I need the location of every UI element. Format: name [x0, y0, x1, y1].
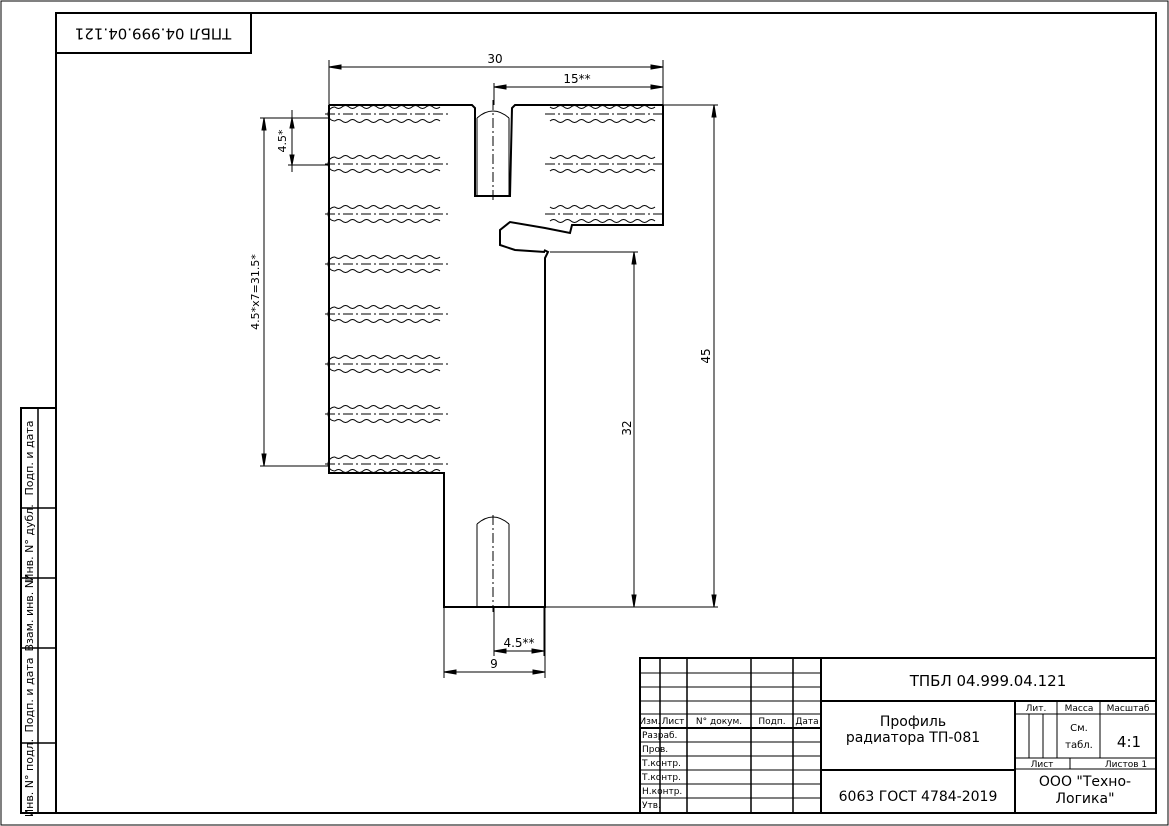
fin-left-bottom-2: [334, 169, 441, 173]
tb-role-razrab: Разраб.: [642, 731, 677, 741]
tb-header-sign: Подп.: [758, 717, 785, 727]
dim-total-height: 45: [699, 348, 713, 363]
dim-fin-pitch: 4.5*: [276, 129, 289, 152]
tb-role-prov: Пров.: [642, 745, 668, 755]
tb-sheet-label: Лист: [1031, 760, 1054, 770]
fin-left-bottom-6: [334, 369, 441, 373]
fin-right-top-3: [549, 205, 656, 209]
title-block-grid: [639, 657, 1157, 814]
fin-left-top-8: [334, 455, 441, 459]
fin-left-bottom-7: [334, 419, 441, 423]
tb-material: 6063 ГОСТ 4784-2019: [839, 789, 998, 805]
tb-lit-label: Лит.: [1026, 704, 1047, 714]
side-strip: Инв. N° подл. Подп. и дата Взам. инв. N°…: [20, 407, 57, 817]
fin-left-top-6: [334, 355, 441, 359]
side-label-inv-podl: Инв. N° подл.: [23, 739, 36, 817]
tb-scale-label: Масштаб: [1107, 704, 1150, 714]
fin-right-bottom-1: [549, 119, 656, 123]
tb-header-doc: N° докум.: [696, 717, 742, 727]
tb-role-utv: Утв.: [642, 801, 661, 811]
top-stamp-box: [55, 12, 252, 54]
tb-header-list: Лист: [662, 717, 685, 727]
tb-mass-line1: См.: [1070, 723, 1088, 734]
fin-left-top-7: [334, 405, 441, 409]
tb-mass-label: Масса: [1065, 704, 1094, 714]
profile-outline-right: [499, 105, 664, 253]
tb-role-nkontr: Н.контр.: [642, 787, 682, 797]
fin-left-bottom-4: [334, 269, 441, 273]
top-slot-outline: [476, 110, 510, 196]
side-label-podp-data-1: Подп. и дата: [23, 658, 36, 733]
fin-left-top-4: [334, 255, 441, 259]
dim-stem-width: 9: [490, 657, 498, 671]
side-label-inv-dubl: Инв. N° дубл.: [23, 504, 36, 582]
profile-outline-top: [329, 104, 663, 197]
dim-slot-width: 4.5**: [503, 636, 534, 650]
tb-scale-value: 4:1: [1117, 733, 1141, 751]
fin-left-bottom-3: [334, 219, 441, 223]
fin-right-bottom-3: [549, 219, 656, 223]
tb-header-izm: Изм.: [639, 717, 660, 727]
dimension-lines: [260, 60, 718, 678]
heatsink-profile: [325, 100, 665, 612]
fin-left-top-3: [334, 205, 441, 209]
dim-overall-width: 30: [487, 52, 502, 66]
fin-left-bottom-5: [334, 319, 441, 323]
dim-fin-group: 4.5*x7=31.5*: [249, 254, 262, 330]
side-label-podp-data-2: Подп. и дата: [23, 421, 36, 496]
tb-role-tkontr-1: Т.контр.: [641, 759, 681, 769]
tb-name-line2: радиатора ТП-081: [846, 730, 980, 746]
tb-company-line2: Логика": [1055, 791, 1114, 807]
fin-right-bottom-2: [549, 169, 656, 173]
tb-header-date: Дата: [795, 717, 818, 727]
tb-sheets-label: Листов 1: [1105, 760, 1147, 770]
tb-company-line1: ООО "Техно-: [1039, 774, 1131, 790]
tb-role-tkontr-2: Т.контр.: [641, 773, 681, 783]
fin-right-top-1: [549, 105, 656, 109]
side-label-vzam-inv: Взам. инв. N°: [23, 575, 36, 652]
tb-mass-line2: табл.: [1065, 740, 1093, 751]
dim-stem-height: 32: [620, 420, 634, 435]
fin-left-top-5: [334, 305, 441, 309]
fin-right-top-2: [549, 155, 656, 159]
tb-designation: ТПБЛ 04.999.04.121: [909, 672, 1067, 690]
drawing-frame: [55, 12, 1157, 814]
fin-left-top-2: [334, 155, 441, 159]
tb-name-line1: Профиль: [880, 714, 946, 730]
fin-left-bottom-1: [334, 119, 441, 123]
top-stamp-text: ТПБЛ 04.999.04.121: [75, 25, 233, 43]
dim-right-opening: 15**: [563, 72, 590, 86]
